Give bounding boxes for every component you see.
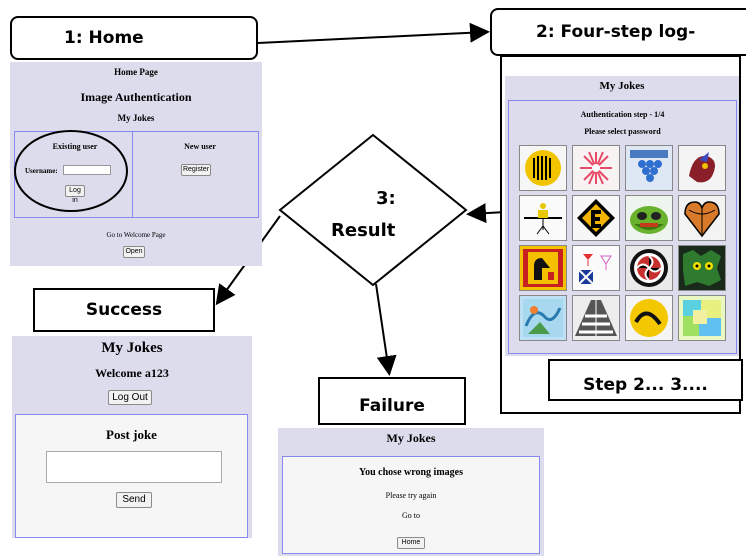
failure-label: Failure	[318, 377, 466, 425]
failure-panel: You chose wrong images Please try again …	[282, 456, 540, 554]
failure-title: My Jokes	[386, 431, 436, 445]
image-tile[interactable]	[625, 245, 673, 291]
four-step-label: 2: Four-step log-	[490, 8, 746, 56]
logout-button[interactable]: Log Out	[108, 390, 152, 405]
joke-textarea[interactable]	[46, 451, 222, 483]
panel-divider	[132, 132, 133, 217]
existing-user-highlight-circle	[14, 130, 128, 212]
post-panel: Post joke Send	[15, 414, 248, 538]
result-number: 3:	[376, 188, 396, 209]
auth-page-screenshot: My Jokes Authentication step - 1/4 Pleas…	[505, 76, 739, 356]
image-tile[interactable]	[678, 195, 726, 241]
image-tile[interactable]	[678, 145, 726, 191]
open-button[interactable]: Open	[123, 246, 145, 258]
send-button[interactable]: Send	[116, 492, 152, 508]
failure-message: You chose wrong images	[359, 467, 463, 478]
goto-text: Go to	[402, 511, 420, 520]
result-label: Result	[331, 220, 396, 241]
image-tile[interactable]	[572, 245, 620, 291]
success-label: Success	[33, 288, 215, 332]
image-tile[interactable]	[519, 195, 567, 241]
four-step-frame: My Jokes Authentication step - 1/4 Pleas…	[500, 55, 743, 414]
image-tile[interactable]	[625, 295, 673, 341]
home-heading: Image Authentication	[80, 90, 192, 104]
arrow-result-to-failure	[375, 283, 397, 376]
image-tile[interactable]	[678, 295, 726, 341]
result-diamond	[278, 133, 468, 287]
auth-panel: Authentication step - 1/4 Please select …	[508, 100, 737, 354]
retry-text: Please try again	[385, 491, 437, 500]
image-tile[interactable]	[519, 295, 567, 341]
failure-page-screenshot: My Jokes You chose wrong images Please t…	[278, 428, 544, 556]
home-top-title: Home Page	[114, 67, 158, 77]
auth-step: Authentication step - 1/4	[580, 110, 665, 119]
image-tile[interactable]	[625, 195, 673, 241]
auth-title: My Jokes	[599, 80, 645, 92]
step-note: Step 2... 3....	[548, 359, 743, 401]
image-tile[interactable]	[519, 245, 567, 291]
image-tile[interactable]	[678, 245, 726, 291]
image-tile[interactable]	[572, 145, 620, 191]
image-tile[interactable]	[625, 145, 673, 191]
image-tile[interactable]	[519, 145, 567, 191]
success-title: My Jokes	[101, 340, 163, 356]
welcome-link-label: Go to Welcome Page	[106, 231, 166, 239]
home-subheading: My Jokes	[117, 113, 155, 123]
new-user-label: New user	[184, 142, 216, 151]
arrow-home-to-login	[257, 22, 490, 44]
register-button[interactable]: Register	[181, 164, 211, 176]
image-tile[interactable]	[572, 295, 620, 341]
auth-instruction: Please select password	[584, 127, 661, 136]
success-page-screenshot: My Jokes Welcome a123 Log Out Post joke …	[12, 336, 252, 538]
home-label: 1: Home	[10, 16, 258, 60]
home-button[interactable]: Home	[397, 537, 425, 549]
home-page-screenshot: Home Page Image Authentication My Jokes …	[10, 62, 262, 266]
post-heading: Post joke	[106, 427, 157, 442]
welcome-text: Welcome a123	[95, 366, 169, 380]
image-tile[interactable]	[572, 195, 620, 241]
